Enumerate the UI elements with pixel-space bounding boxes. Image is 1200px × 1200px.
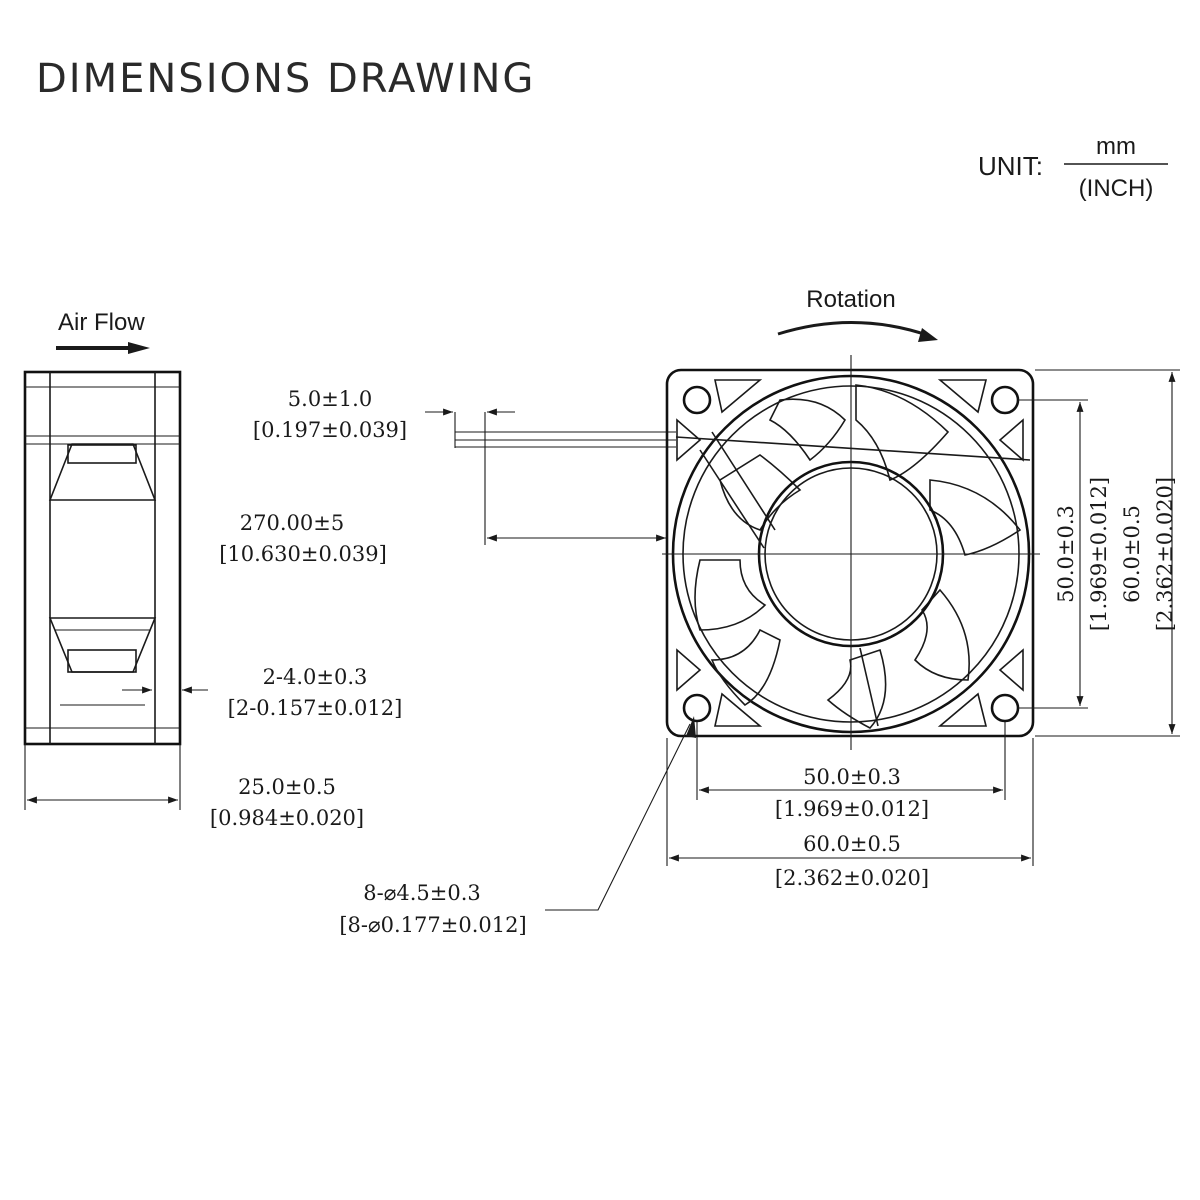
frame-width-mm: 60.0±0.5 (803, 832, 901, 856)
hole-spacing-v-mm: 50.0±0.3 (1054, 505, 1078, 603)
holes-dim-mm: 8-⌀4.5±0.3 (363, 881, 481, 905)
hole-spacing-h-mm: 50.0±0.3 (803, 765, 901, 789)
lead-wires (425, 408, 676, 545)
frame-height-dim (1035, 369, 1180, 737)
airflow-arrow-icon (56, 342, 150, 354)
unit-label: UNIT: (978, 151, 1043, 181)
slot-dim-mm: 2-4.0±0.3 (263, 665, 368, 689)
mounting-hole (990, 693, 1020, 723)
depth-dim-inch: [0.984±0.020] (210, 806, 364, 830)
unit-legend: UNIT: mm (INCH) (978, 133, 1168, 202)
strip-dim-inch: [0.197±0.039] (253, 418, 407, 442)
frame-height-inch: [2.362±0.020] (1153, 477, 1177, 631)
slot-dim-inch: [2-0.157±0.012] (228, 696, 403, 720)
frame-height-mm: 60.0±0.5 (1120, 505, 1144, 603)
strip-dim-mm: 5.0±1.0 (288, 387, 372, 411)
front-view: Rotation (662, 286, 1040, 750)
hole-spacing-v-dim (1018, 399, 1088, 709)
mounting-hole (990, 385, 1020, 415)
hole-spacing-h-dim (696, 722, 1006, 800)
drawing-title: DIMENSIONS DRAWING (36, 56, 535, 102)
hole-spacing-h-inch: [1.969±0.012] (775, 797, 929, 821)
fan-blades (694, 384, 1022, 729)
hole-callout-leader (545, 716, 696, 911)
unit-inch: (INCH) (1079, 175, 1154, 202)
rotation-label: Rotation (806, 286, 895, 313)
side-view: Air Flow (23, 309, 208, 810)
depth-dim-mm: 25.0±0.5 (238, 775, 336, 799)
airflow-label: Air Flow (58, 309, 145, 336)
holes-dim-inch: [8-⌀0.177±0.012] (339, 913, 526, 937)
frame-width-inch: [2.362±0.020] (775, 866, 929, 890)
hole-spacing-v-inch: [1.969±0.012] (1087, 477, 1111, 631)
unit-mm: mm (1096, 133, 1136, 160)
lead-dim-mm: 270.00±5 (240, 511, 344, 535)
rotation-arrow-icon (777, 320, 938, 342)
frame-width-dim (666, 738, 1034, 866)
lead-dim-inch: [10.630±0.039] (219, 542, 387, 566)
mounting-hole (682, 693, 712, 723)
mounting-hole (682, 385, 712, 415)
